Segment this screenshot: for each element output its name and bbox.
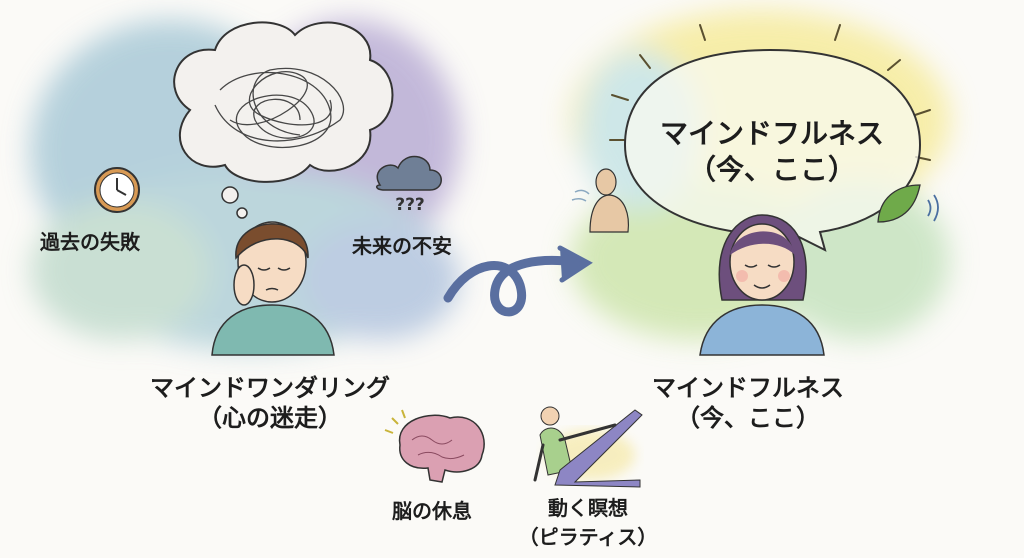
pilates-label: （ピラティス） (518, 525, 658, 549)
breathing-person-icon (571, 168, 630, 233)
rain-cloud-icon (375, 155, 442, 191)
question-marks: ??? (395, 195, 425, 215)
brain-rest-label: 脳の休息 (392, 499, 472, 523)
mindfulness-subtitle: （今、ここ） (676, 404, 820, 432)
past-failure-label: 過去の失敗 (40, 230, 140, 254)
leaf-icon (877, 184, 939, 223)
transition-arrow-icon (443, 245, 593, 317)
thought-cloud (173, 21, 394, 219)
pilates-figure-icon (533, 406, 643, 488)
clock-icon (94, 167, 140, 213)
brain-icon (384, 409, 485, 483)
tangled-scribble (214, 67, 345, 149)
worried-person (211, 221, 335, 356)
mind-wandering-title: マインドワンダリング (150, 374, 390, 402)
mindfulness-title: マインドフルネス (652, 374, 844, 402)
future-anxiety-label: 未来の不安 (352, 234, 452, 258)
bubble-title: マインドフルネス (659, 117, 885, 150)
moving-meditation-label: 動く瞑想 (548, 496, 628, 520)
bubble-subtitle: （今、ここ） (687, 153, 857, 186)
calm-person (699, 214, 825, 356)
mind-wandering-subtitle: （心の迷走） (198, 404, 342, 432)
